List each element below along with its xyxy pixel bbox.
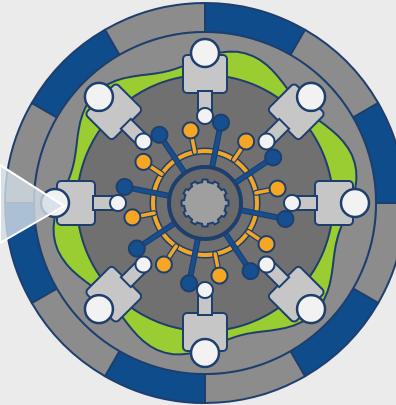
blue-port-node <box>127 239 146 258</box>
piston-contact-ball <box>134 255 153 274</box>
piston-roller <box>83 293 115 325</box>
blue-port-node <box>180 274 199 293</box>
orange-port-node <box>257 235 276 254</box>
piston-roller <box>83 81 115 113</box>
blue-port-node <box>241 262 260 281</box>
piston-assembly <box>182 37 228 125</box>
orange-port-node <box>268 179 287 198</box>
viewing-wedge-indicator <box>0 163 66 245</box>
hydraulic-port-network <box>115 113 295 293</box>
orange-port-node <box>134 152 153 171</box>
piston-assembly <box>83 81 153 151</box>
piston-contact-ball <box>196 281 214 299</box>
piston-roller <box>339 187 371 219</box>
orange-port-node <box>123 208 142 227</box>
piston-contact-ball <box>257 132 276 151</box>
blue-port-node <box>211 113 230 132</box>
piston-assembly <box>39 180 127 226</box>
piston-assembly <box>257 81 327 151</box>
blue-port-node <box>264 148 283 167</box>
piston-roller <box>295 293 327 325</box>
piston-roller <box>189 37 221 69</box>
blue-port-node <box>276 209 295 228</box>
orange-port-node <box>237 132 256 151</box>
piston-assembly <box>257 255 327 325</box>
piston-roller <box>295 81 327 113</box>
orange-port-node <box>210 266 229 285</box>
blue-port-node <box>150 125 169 144</box>
orange-port-ring <box>151 149 259 257</box>
piston-contact-ball <box>283 194 301 212</box>
piston-contact-ball <box>257 255 276 274</box>
piston-assembly <box>83 255 153 325</box>
piston-assembly <box>182 281 228 369</box>
splined-shaft <box>180 178 230 228</box>
piston-contact-ball <box>196 107 214 125</box>
central-hub <box>167 165 243 241</box>
piston-contact-ball <box>134 132 153 151</box>
orange-port-node <box>181 121 200 140</box>
piston-contact-ball <box>109 194 127 212</box>
orange-port-node <box>154 255 173 274</box>
blue-port-node <box>115 178 134 197</box>
piston-group <box>39 37 371 369</box>
piston-assembly <box>283 180 371 226</box>
piston-roller <box>189 337 221 369</box>
